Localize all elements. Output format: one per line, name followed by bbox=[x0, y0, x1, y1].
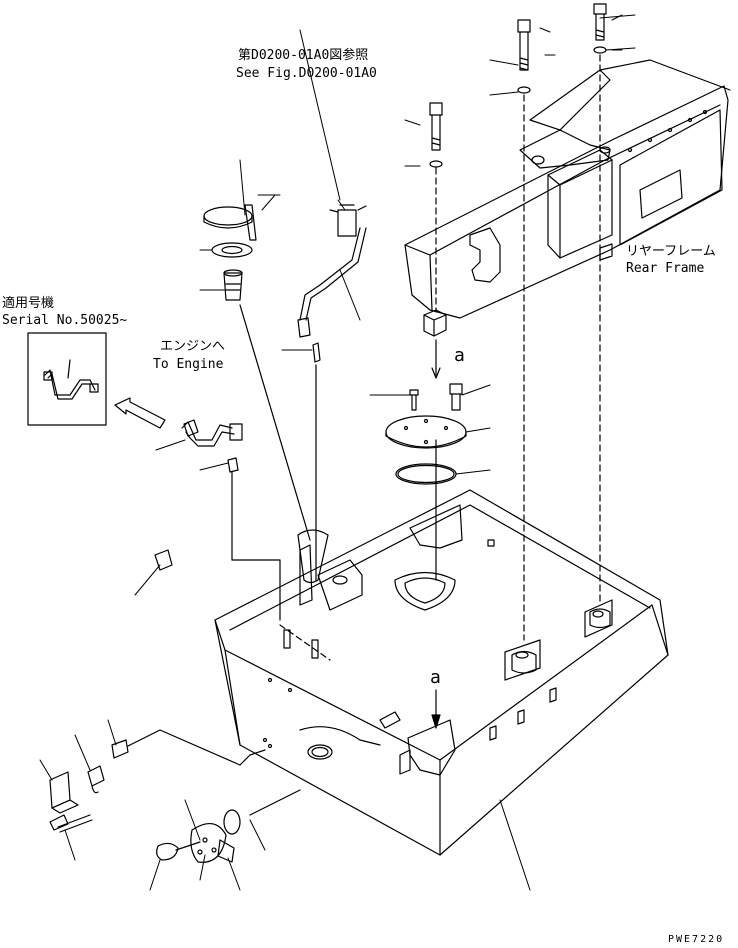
serial-label-en: Serial No.50025~ bbox=[2, 313, 128, 328]
assembly-lines-solid bbox=[431, 339, 441, 581]
drain-parts bbox=[49, 549, 301, 863]
view-a-label-top: a bbox=[454, 345, 465, 366]
rear-frame bbox=[404, 59, 731, 337]
to-engine-label-en: To Engine bbox=[153, 357, 224, 372]
engine-hose bbox=[181, 419, 319, 659]
tank-bosses bbox=[511, 608, 611, 674]
fuel-tank bbox=[214, 489, 669, 856]
rear-frame-label-jp: リヤーフレーム bbox=[626, 244, 716, 259]
see-fig-label-en: See Fig.D0200-01A0 bbox=[236, 66, 377, 81]
view-a-label-bottom: a bbox=[430, 667, 441, 688]
mounting-bolts bbox=[429, 3, 607, 168]
leader-lines bbox=[39, 14, 636, 891]
rear-frame-label-en: Rear Frame bbox=[626, 261, 705, 276]
to-engine-label-jp: エンジンへ bbox=[160, 339, 226, 354]
drawing-code: PWE7220 bbox=[668, 934, 725, 945]
cover-plate bbox=[385, 383, 467, 449]
breather-and-hoses bbox=[203, 204, 367, 584]
serial-inset bbox=[27, 332, 166, 429]
serial-label-jp: 適用号機 bbox=[2, 296, 55, 311]
gasket bbox=[395, 463, 457, 485]
view-a-arrows bbox=[431, 689, 441, 729]
assembly-lines bbox=[279, 54, 601, 661]
see-fig-label-jp: 第D0200-01A0図参照 bbox=[238, 48, 369, 63]
